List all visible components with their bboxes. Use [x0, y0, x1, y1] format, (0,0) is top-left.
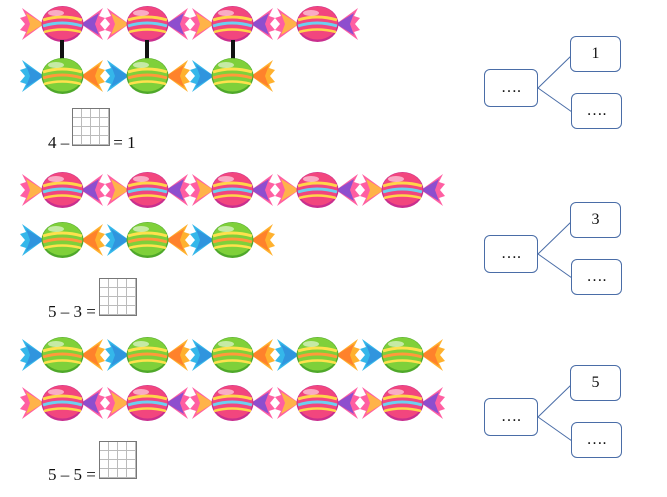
- bond-part-top[interactable]: 1: [570, 36, 621, 72]
- candy-row-pink: [20, 383, 445, 423]
- equation-left: 4 –: [48, 133, 70, 152]
- pink-candy: [20, 4, 105, 44]
- bond-part-top[interactable]: 5: [570, 365, 621, 401]
- candy-row-green: [20, 335, 445, 375]
- green-candy: [190, 220, 275, 260]
- bond-lines: [537, 384, 573, 442]
- bond-part-bottom[interactable]: ….: [571, 422, 622, 458]
- answer-box[interactable]: [72, 108, 111, 146]
- green-candy: [105, 335, 190, 375]
- bond-part-top[interactable]: 3: [570, 202, 621, 238]
- pink-candy: [275, 383, 360, 423]
- equation-right: = 1: [113, 133, 136, 152]
- matching-line: [231, 40, 235, 62]
- pink-candy: [190, 4, 275, 44]
- bond-part-bottom[interactable]: ….: [571, 259, 622, 295]
- pink-candy: [275, 170, 360, 210]
- pink-candy: [105, 383, 190, 423]
- equation-left: 5 – 3 =: [48, 302, 96, 321]
- bond-part-bottom[interactable]: ….: [571, 93, 622, 129]
- number-bond: …. 5 ….: [483, 365, 633, 465]
- matching-line: [145, 40, 149, 62]
- pink-candy: [360, 170, 445, 210]
- answer-box[interactable]: [98, 278, 137, 316]
- green-candy: [105, 56, 190, 96]
- bond-lines: [537, 55, 573, 113]
- candy-row-pink: [20, 4, 360, 44]
- equation: 4 – = 1: [48, 105, 136, 153]
- candy-row-pink: [20, 170, 445, 210]
- number-bond: …. 1 ….: [483, 36, 633, 136]
- bond-whole[interactable]: ….: [484, 398, 538, 436]
- pink-candy: [105, 170, 190, 210]
- green-candy: [105, 220, 190, 260]
- number-bond: …. 3 ….: [483, 202, 633, 302]
- pink-candy: [105, 4, 190, 44]
- equation: 5 – 3 =: [48, 272, 140, 322]
- pink-candy: [275, 4, 360, 44]
- green-candy: [190, 56, 275, 96]
- green-candy: [190, 335, 275, 375]
- green-candy: [20, 220, 105, 260]
- matching-line: [60, 40, 64, 62]
- bond-lines: [537, 221, 573, 279]
- answer-box[interactable]: [98, 441, 137, 479]
- green-candy: [360, 335, 445, 375]
- candy-row-green: [20, 56, 275, 96]
- candy-row-green: [20, 220, 275, 260]
- equation-left: 5 – 5 =: [48, 465, 96, 484]
- pink-candy: [20, 383, 105, 423]
- equation: 5 – 5 =: [48, 435, 140, 485]
- pink-candy: [360, 383, 445, 423]
- bond-whole[interactable]: ….: [484, 235, 538, 273]
- pink-candy: [20, 170, 105, 210]
- green-candy: [20, 335, 105, 375]
- green-candy: [20, 56, 105, 96]
- green-candy: [275, 335, 360, 375]
- pink-candy: [190, 383, 275, 423]
- pink-candy: [190, 170, 275, 210]
- bond-whole[interactable]: ….: [484, 69, 538, 107]
